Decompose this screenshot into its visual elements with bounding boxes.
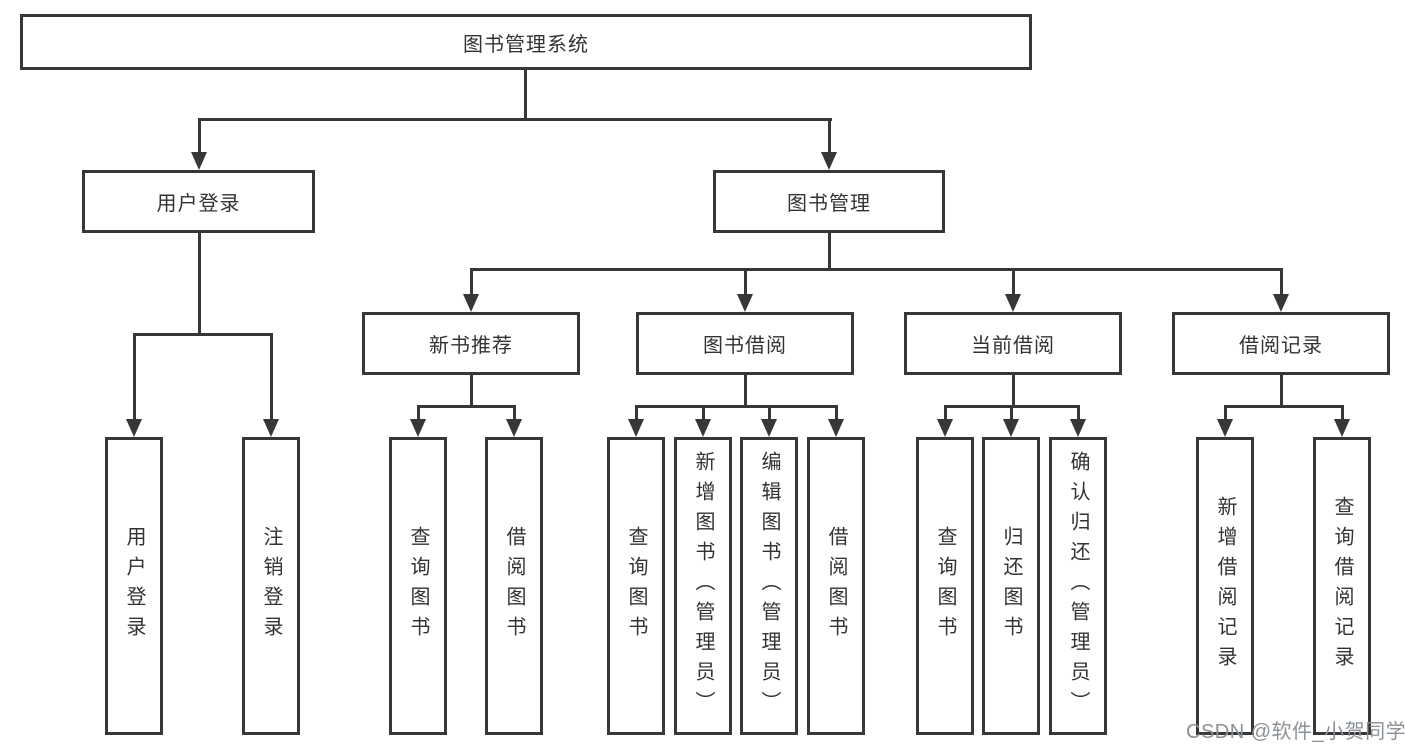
connector-line [524, 70, 527, 120]
arrowhead-icon [821, 152, 837, 170]
leaf-nb-query-book: 查询图书 [389, 437, 447, 735]
connector-line [635, 405, 838, 408]
leaf-nb-borrow-book: 借阅图书 [485, 437, 543, 735]
connector-line [133, 333, 136, 421]
arrowhead-icon [628, 419, 644, 437]
leaf-user-login: 用户登录 [105, 437, 163, 735]
leaf-cb-return-book-label: 归还图书 [1000, 526, 1022, 646]
connector-line [513, 405, 516, 421]
node-book-borrow-label: 图书借阅 [703, 335, 787, 357]
leaf-nb-query-book-label: 查询图书 [407, 526, 429, 646]
node-current-borrow-label: 当前借阅 [971, 335, 1055, 357]
node-borrow-record: 借阅记录 [1172, 312, 1390, 375]
leaf-br-add-record: 新增借阅记录 [1196, 437, 1254, 735]
connector-line [198, 233, 201, 336]
node-new-book-recommend: 新书推荐 [362, 312, 580, 375]
node-book-management-label: 图书管理 [787, 193, 871, 215]
connector-line [702, 405, 705, 421]
node-borrow-record-label: 借阅记录 [1239, 335, 1323, 357]
csdn-watermark: CSDN @软件_小贺同学 [1186, 721, 1405, 743]
connector-line [828, 233, 831, 271]
leaf-bb-borrow-book: 借阅图书 [807, 437, 865, 735]
connector-line [1010, 405, 1013, 421]
leaf-bb-add-book: 新增图书（管理员） [674, 437, 732, 735]
arrowhead-icon [463, 294, 479, 312]
leaf-bb-query-book: 查询图书 [607, 437, 665, 735]
connector-line [1341, 405, 1344, 421]
node-root: 图书管理系统 [20, 14, 1032, 70]
leaf-bb-edit-book: 编辑图书（管理员） [740, 437, 798, 735]
leaf-bb-edit-book-label: 编辑图书（管理员） [758, 451, 780, 721]
leaf-logout-login: 注销登录 [242, 437, 300, 735]
leaf-nb-borrow-book-label: 借阅图书 [503, 526, 525, 646]
connector-line [1224, 405, 1344, 408]
arrowhead-icon [410, 419, 426, 437]
connector-line [1280, 375, 1283, 408]
arrowhead-icon [828, 419, 844, 437]
connector-line [470, 375, 473, 408]
connector-line [1224, 405, 1227, 421]
arrowhead-icon [1070, 419, 1086, 437]
leaf-cb-return-book: 归还图书 [982, 437, 1040, 735]
leaf-cb-query-book: 查询图书 [916, 437, 974, 735]
leaf-br-query-record: 查询借阅记录 [1313, 437, 1371, 735]
node-root-label: 图书管理系统 [463, 33, 589, 56]
arrowhead-icon [506, 419, 522, 437]
leaf-br-add-record-label: 新增借阅记录 [1214, 496, 1236, 676]
connector-line [198, 118, 832, 121]
leaf-cb-confirm-return: 确认归还（管理员） [1049, 437, 1107, 735]
connector-line [417, 405, 420, 421]
leaf-bb-query-book-label: 查询图书 [625, 526, 647, 646]
arrowhead-icon [1217, 419, 1233, 437]
node-user-login-label: 用户登录 [156, 193, 241, 215]
leaf-logout-login-label: 注销登录 [260, 526, 282, 646]
leaf-br-query-record-label: 查询借阅记录 [1331, 496, 1353, 676]
connector-line [198, 118, 201, 154]
connector-line [1077, 405, 1080, 421]
node-current-borrow: 当前借阅 [904, 312, 1122, 375]
connector-line [133, 333, 273, 336]
node-user-login: 用户登录 [82, 170, 315, 233]
leaf-cb-confirm-return-label: 确认归还（管理员） [1067, 451, 1089, 721]
leaf-bb-borrow-book-label: 借阅图书 [825, 526, 847, 646]
connector-line [1012, 375, 1015, 408]
connector-line [1280, 268, 1283, 296]
arrowhead-icon [1334, 419, 1350, 437]
arrowhead-icon [126, 419, 142, 437]
connector-line [828, 118, 831, 154]
node-book-borrow: 图书借阅 [636, 312, 854, 375]
connector-line [835, 405, 838, 421]
connector-line [417, 405, 516, 408]
connector-line [470, 268, 473, 296]
node-book-management: 图书管理 [713, 170, 945, 233]
arrowhead-icon [1003, 419, 1019, 437]
connector-line [635, 405, 638, 421]
arrowhead-icon [263, 419, 279, 437]
connector-line [470, 268, 1283, 271]
leaf-user-login-label: 用户登录 [123, 526, 145, 646]
leaf-cb-query-book-label: 查询图书 [934, 526, 956, 646]
arrowhead-icon [937, 419, 953, 437]
connector-line [944, 405, 947, 421]
arrowhead-icon [1273, 294, 1289, 312]
connector-line [768, 405, 771, 421]
arrowhead-icon [191, 152, 207, 170]
arrowhead-icon [695, 419, 711, 437]
arrowhead-icon [737, 294, 753, 312]
connector-line [744, 268, 747, 296]
leaf-bb-add-book-label: 新增图书（管理员） [692, 451, 714, 721]
node-new-book-recommend-label: 新书推荐 [429, 335, 513, 357]
connector-line [270, 333, 273, 421]
connector-line [1012, 268, 1015, 296]
connector-line [744, 375, 747, 408]
arrowhead-icon [1005, 294, 1021, 312]
arrowhead-icon [761, 419, 777, 437]
